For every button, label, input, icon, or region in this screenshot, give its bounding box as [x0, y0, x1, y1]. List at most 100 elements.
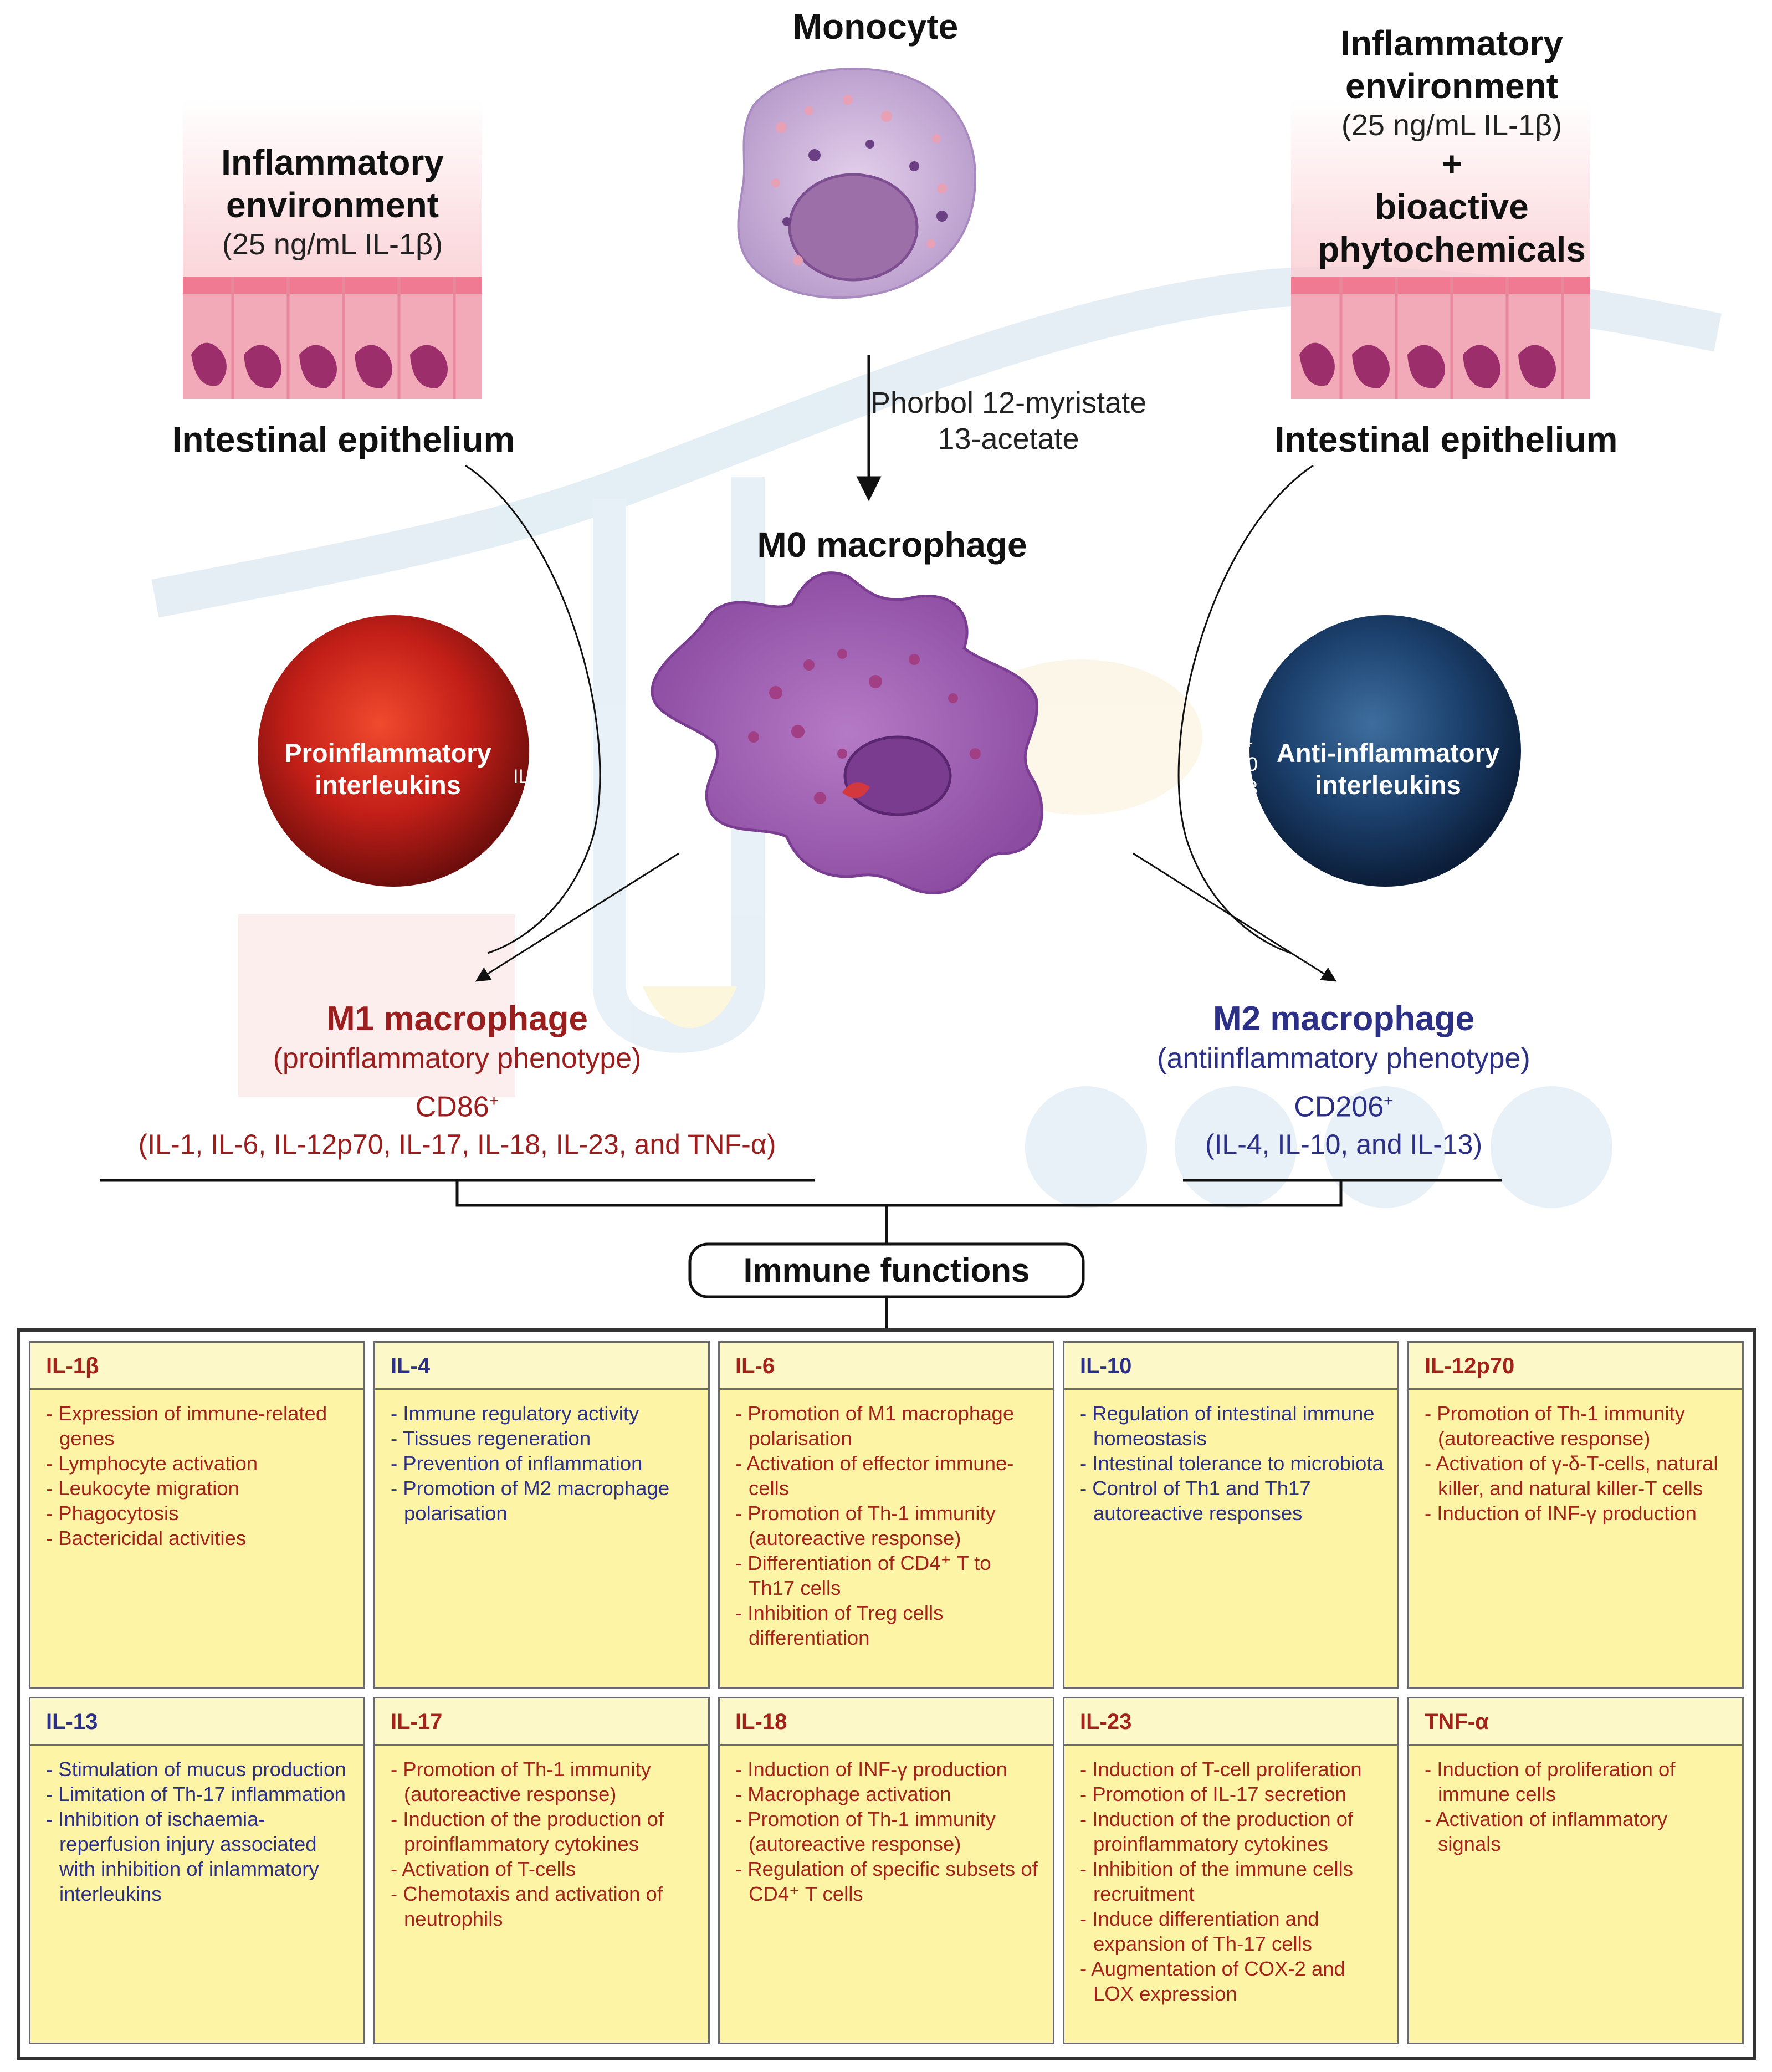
card-function-item: Inhibition of ischaemia-reperfusion inju… — [46, 1807, 352, 1906]
card-function-list: Stimulation of mucus productionLimitatio… — [30, 1746, 363, 1906]
left-env-line1: Inflammatory — [221, 142, 444, 182]
card-function-item: Promotion of Th-1 immunity (autoreactive… — [735, 1807, 1042, 1856]
right-epithelium-label: Intestinal epithelium — [1274, 419, 1618, 459]
card-function-item: Inhibition of Treg cells differentiation — [735, 1600, 1042, 1650]
card-function-item: Induction of T-cell proliferation — [1080, 1757, 1386, 1782]
right-epithelium-curve — [1177, 464, 1314, 954]
card-function-item: Promotion of M2 macrophage polarisation — [391, 1476, 697, 1526]
interleukin-card: IL-4Immune regulatory activityTissues re… — [373, 1341, 710, 1689]
card-function-item: Promotion of Th-1 immunity (autoreactive… — [391, 1757, 697, 1807]
card-function-item: Immune regulatory activity — [391, 1401, 697, 1426]
pma-line2: 13-acetate — [938, 422, 1079, 456]
anti-inflammatory-sphere — [1249, 615, 1521, 887]
card-function-list: Regulation of intestinal immune homeosta… — [1064, 1390, 1397, 1526]
m1-title: M1 macrophage — [326, 1000, 588, 1038]
card-function-item: Augmentation of COX-2 and LOX expression — [1080, 1956, 1386, 2006]
card-function-item: Promotion of Th-1 immunity (autoreactive… — [1425, 1401, 1731, 1451]
card-function-item: Regulation of intestinal immune homeosta… — [1080, 1401, 1386, 1451]
pro-sphere-label: Proinflammatory interleukins — [266, 737, 510, 801]
card-function-list: Induction of proliferation of immune cel… — [1409, 1746, 1742, 1856]
card-function-item: Induction of INF-γ production — [1425, 1501, 1731, 1526]
card-title: IL-6 — [720, 1343, 1053, 1390]
anti-cytokine: IL-13 — [1213, 777, 1258, 799]
pro-cytokine: IL-1β — [529, 671, 574, 692]
pro-sphere-line2: interleukins — [315, 770, 461, 800]
card-function-list: Promotion of M1 macrophage polarisationA… — [720, 1390, 1053, 1650]
pro-cytokine: IL-17 — [529, 718, 573, 740]
right-env-line2: environment — [1345, 65, 1559, 106]
card-function-list: Promotion of Th-1 immunity (autoreactive… — [375, 1746, 708, 1931]
interleukin-card: IL-13Stimulation of mucus productionLimi… — [29, 1697, 365, 2044]
card-function-item: Chemotaxis and activation of neutrophils — [391, 1881, 697, 1931]
interleukin-card: IL-18Induction of INF-γ productionMacrop… — [718, 1697, 1054, 2044]
card-function-item: Inhibition of the immune cells recruitme… — [1080, 1856, 1386, 1906]
pma-line1: Phorbol 12-myristate — [870, 386, 1147, 419]
card-function-list: Induction of T-cell proliferationPromoti… — [1064, 1746, 1397, 2006]
pro-sphere-line1: Proinflammatory — [284, 738, 491, 768]
anti-sphere-label: Anti-inflammatory interleukins — [1269, 737, 1507, 801]
m1-phenotype: (proinflammatory phenotype) — [273, 1042, 642, 1075]
card-function-item: Bactericidal activities — [46, 1526, 352, 1551]
anti-sphere-line1: Anti-inflammatory — [1276, 738, 1500, 768]
card-title: IL-23 — [1064, 1698, 1397, 1746]
right-env-extra-line1: bioactive — [1375, 187, 1529, 227]
anti-cytokine: IL-4 — [1218, 730, 1253, 751]
card-function-item: Induction of INF-γ production — [735, 1757, 1042, 1782]
interleukin-card: IL-23Induction of T-cell proliferationPr… — [1063, 1697, 1399, 2044]
m2-marker-sup: + — [1384, 1092, 1394, 1110]
right-epithelium-illustration — [1291, 100, 1590, 399]
arrow-to-m2 — [1133, 852, 1337, 982]
m1-cytokine-list: (IL-1, IL-6, IL-12p70, IL-17, IL-18, IL-… — [138, 1129, 776, 1160]
card-function-item: Induction of proliferation of immune cel… — [1425, 1757, 1731, 1807]
connector-bracket — [455, 1180, 1343, 1207]
left-env-line2: environment — [226, 185, 439, 225]
m1-label-block: M1 macrophage (proinflammatory phenotype… — [100, 997, 815, 1162]
pro-cytokine: IL-18 — [529, 742, 573, 764]
card-function-list: Immune regulatory activityTissues regene… — [375, 1390, 708, 1526]
m1-marker-sup: + — [489, 1092, 499, 1110]
card-function-item: Expression of immune-related genes — [46, 1401, 352, 1451]
arrow-to-m1 — [475, 852, 679, 982]
card-function-list: Promotion of Th-1 immunity (autoreactive… — [1409, 1390, 1742, 1526]
left-epithelium-label: Intestinal epithelium — [172, 419, 515, 459]
immune-functions-title: Immune functions — [743, 1252, 1030, 1289]
m0-macrophage-cell — [651, 571, 1043, 894]
proinflammatory-sphere — [258, 615, 529, 887]
card-function-item: Limitation of Th-17 inflammation — [46, 1782, 352, 1807]
pro-cytokine: TNF-α — [524, 814, 579, 835]
m2-phenotype: (antiinflammatory phenotype) — [1157, 1042, 1530, 1075]
card-function-item: Induction of the production of proinflam… — [1080, 1807, 1386, 1856]
card-function-item: Prevention of inflammation — [391, 1451, 697, 1476]
pro-sphere-cytokine-list: IL-1β IL-6 IL-17 IL-18 IL-12p70 IL-23 TN… — [501, 669, 601, 836]
card-function-item: Promotion of M1 macrophage polarisation — [735, 1401, 1042, 1451]
card-function-item: Activation of T-cells — [391, 1856, 697, 1881]
m2-title: M2 macrophage — [1212, 1000, 1475, 1038]
anti-sphere-line2: interleukins — [1315, 770, 1461, 800]
card-title: IL-12p70 — [1409, 1343, 1742, 1390]
card-function-item: Activation of effector immune-cells — [735, 1451, 1042, 1501]
interleukin-card: IL-1βExpression of immune-related genesL… — [29, 1341, 365, 1689]
interleukin-card: TNF-αInduction of proliferation of immun… — [1407, 1697, 1744, 2044]
left-environment-label: Inflammatory environment (25 ng/mL IL-1β… — [183, 141, 482, 262]
card-function-item: Control of Th1 and Th17 autoreactive res… — [1080, 1476, 1386, 1526]
left-env-dose: (25 ng/mL IL-1β) — [222, 227, 443, 261]
right-environment-label: Inflammatory environment (25 ng/mL IL-1β… — [1274, 22, 1629, 271]
monocyte-title: Monocyte — [792, 7, 959, 47]
m2-marker-text: CD206 — [1294, 1091, 1384, 1123]
card-title: IL-13 — [30, 1698, 363, 1746]
pro-cytokine: IL-12p70 — [513, 766, 590, 787]
card-function-list: Expression of immune-related genesLympho… — [30, 1390, 363, 1551]
m2-label-block: M2 macrophage (antiinflammatory phenotyp… — [1103, 997, 1585, 1162]
card-function-item: Induce differentiation and expansion of … — [1080, 1906, 1386, 1956]
card-function-item: Regulation of specific subsets of CD4⁺ T… — [735, 1856, 1042, 1906]
right-env-dose: (25 ng/mL IL-1β) — [1341, 108, 1563, 142]
m1-marker-text: CD86 — [415, 1091, 489, 1123]
card-function-item: Stimulation of mucus production — [46, 1757, 352, 1782]
card-function-item: Induction of the production of proinflam… — [391, 1807, 697, 1856]
card-title: IL-10 — [1064, 1343, 1397, 1390]
m2-cytokine-list: (IL-4, IL-10, and IL-13) — [1205, 1129, 1483, 1160]
card-title: IL-1β — [30, 1343, 363, 1390]
right-env-line1: Inflammatory — [1340, 23, 1563, 63]
anti-sphere-cytokine-list: IL-4 IL-10 IL-13 — [1200, 729, 1272, 800]
card-function-item: Leukocyte migration — [46, 1476, 352, 1501]
